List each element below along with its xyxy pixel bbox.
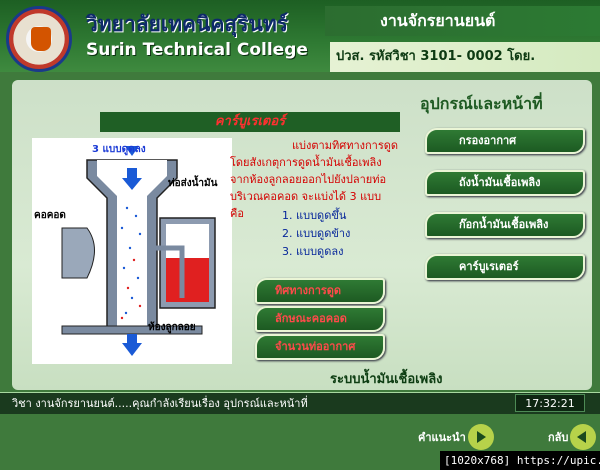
college-name-thai: วิทยาลัยเทคนิคสุรินทร์ <box>86 12 288 36</box>
description: แบ่งตามทิศทางการดูด โดยสังเกตุการดูดน้ำม… <box>230 137 460 258</box>
system-title: ระบบน้ำมันเชื้อเพลิง <box>330 372 443 387</box>
description-line: คือ <box>230 207 244 220</box>
throat-shape-button[interactable]: ลักษณะคอคอด <box>255 306 385 332</box>
menu-carburetor[interactable]: คาร์บูเรเตอร์ <box>425 254 585 280</box>
clock: 17:32:21 <box>515 394 585 412</box>
section-title: อุปกรณ์และหน้าที่ <box>420 94 543 113</box>
arrow-left-icon <box>570 424 597 450</box>
guide-label: คำแนะนำ <box>418 431 466 444</box>
header: วิทยาลัยเทคนิคสุรินทร์ Surin Technical C… <box>0 0 600 72</box>
description-line: จากห้องลูกลอยออกไปยังปลายท่อ <box>230 173 387 186</box>
status-bar: วิชา งานจักรยานยนต์.....คุณกำลังเรียนเรื… <box>0 392 600 414</box>
air-pipe-count-button[interactable]: จำนวนท่ออากาศ <box>255 334 385 360</box>
subject-code: ปวส. รหัสวิชา 3101- 0002 โดย. <box>330 42 600 72</box>
department-title: งานจักรยานยนต์ <box>325 6 600 36</box>
list-item: 2. แบบดูดข้าง <box>282 227 351 240</box>
carburetor-diagram: 3 แบบดูดลง ท่อส่งน้ำมัน คอคอด ห้องลูกลอย <box>32 138 232 364</box>
carburetor-type-list: 1. แบบดูดขึ้น 2. แบบดูดข้าง 3. แบบดูดลง <box>282 207 350 261</box>
description-line: โดยสังเกตุการดูดน้ำมันเชื้อเพลิง <box>230 156 382 169</box>
back-button[interactable]: กลับ <box>548 424 597 450</box>
topic-title: คาร์บูเรเตอร์ <box>100 112 400 132</box>
diagram-label-pipe: ท่อส่งน้ำมัน <box>168 178 218 189</box>
college-logo <box>6 6 72 72</box>
diagram-top-label: 3 แบบดูดลง <box>92 144 146 155</box>
menu-fuel-tank[interactable]: ถังน้ำมันเชื้อเพลิง <box>425 170 585 196</box>
description-heading: แบ่งตามทิศทางการดูด <box>291 139 399 152</box>
menu-fuel-valve[interactable]: ก๊อกน้ำมันเชื้อเพลิง <box>425 212 585 238</box>
diagram-label-throat: คอคอด <box>34 210 66 221</box>
description-line: บริเวณคอคอด จะแบ่งได้ 3 แบบ <box>230 190 382 203</box>
back-label: กลับ <box>548 431 569 444</box>
watermark: [1020x768] https://upic.me/ <box>440 451 600 470</box>
guide-button[interactable]: คำแนะนำ <box>418 424 494 450</box>
list-item: 1. แบบดูดขึ้น <box>282 209 347 222</box>
suction-direction-button[interactable]: ทิศทางการดูด <box>255 278 385 304</box>
list-item: 3. แบบดูดลง <box>282 245 344 258</box>
arrow-right-icon <box>467 424 494 450</box>
menu-air-filter[interactable]: กรองอากาศ <box>425 128 585 154</box>
college-name-english: Surin Technical College <box>86 40 308 60</box>
diagram-label-float: ห้องลูกลอย <box>148 322 196 333</box>
